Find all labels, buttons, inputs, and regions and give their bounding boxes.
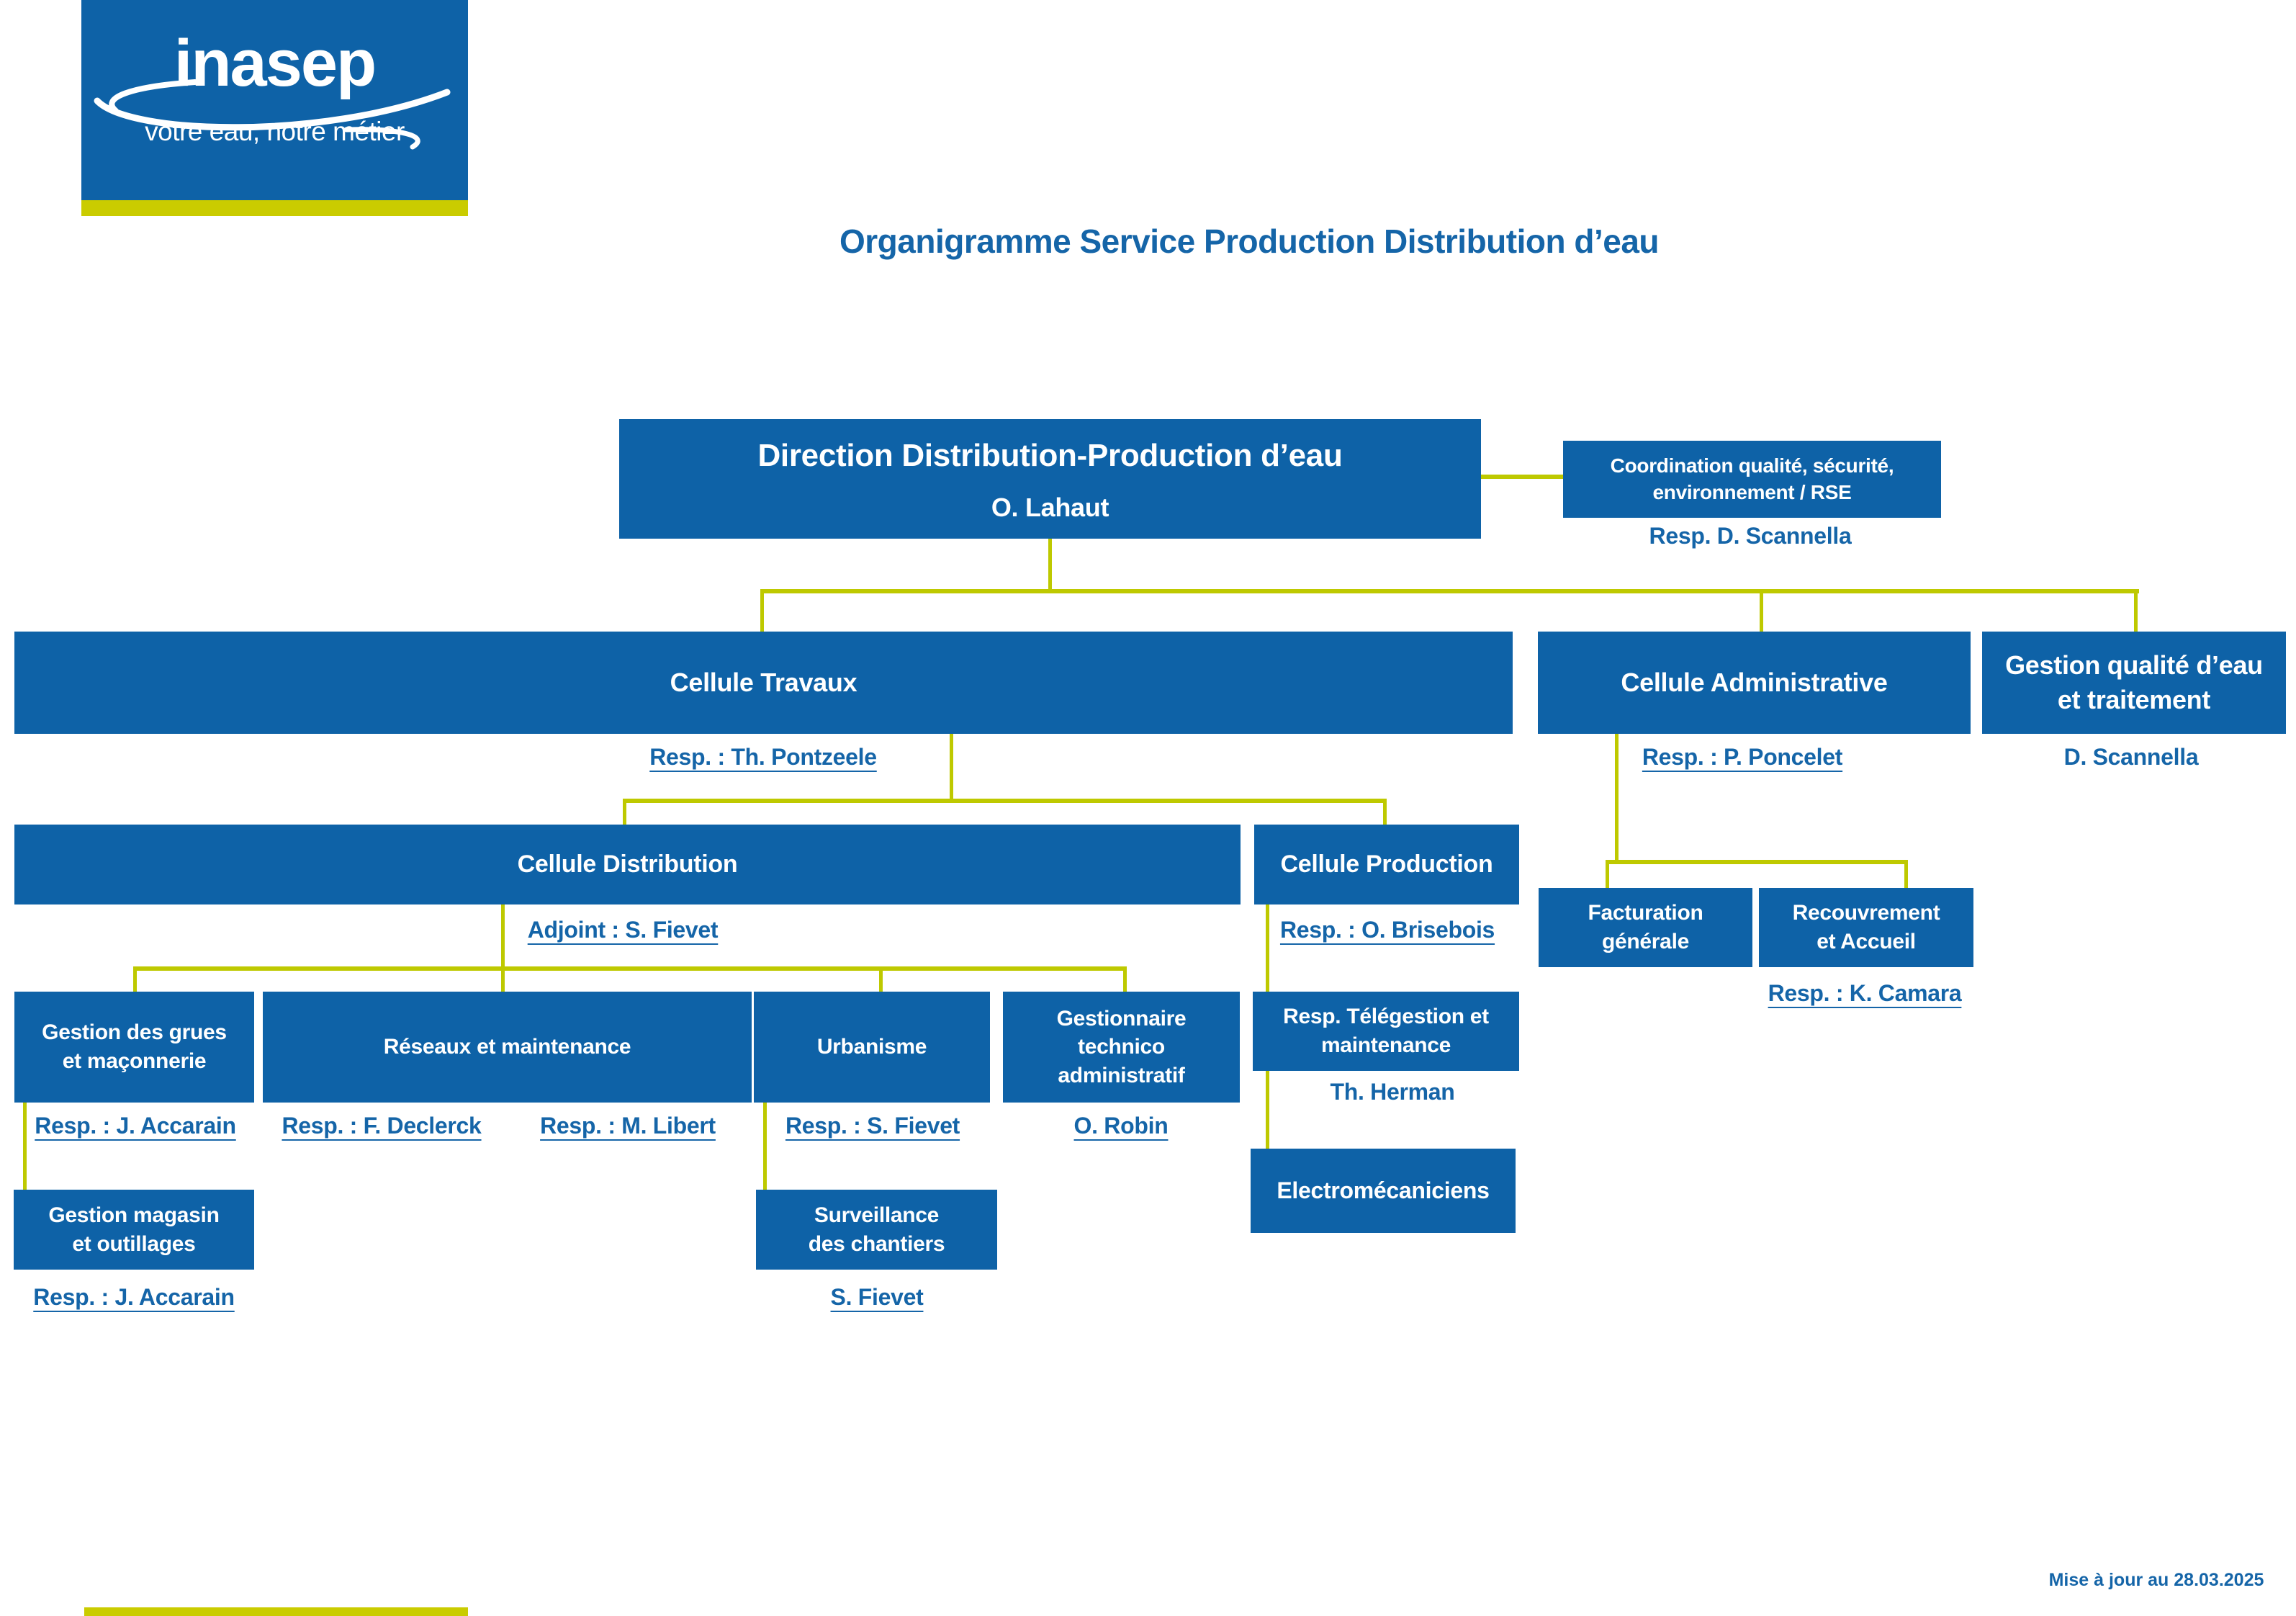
connector-line — [2134, 589, 2138, 634]
resp-reseaux-1: Resp. : F. Declerck — [282, 1113, 482, 1139]
page-title: Organigramme Service Production Distribu… — [839, 223, 1660, 260]
connector-line — [760, 589, 764, 634]
connector-line — [1266, 1071, 1269, 1150]
connector-line — [133, 966, 1127, 971]
connector-line — [1904, 860, 1908, 889]
box-gestionnaire-technico: Gestionnaire technico administratif — [1003, 992, 1240, 1103]
resp-cellule-distribution: Adjoint : S. Fievet — [527, 917, 719, 943]
footer-yellow-bar — [84, 1607, 468, 1616]
inasep-logo: inasep votre eau, notre métier — [81, 0, 468, 216]
box-direction-label: Direction Distribution-Production d’eau — [757, 437, 1343, 473]
resp-recouvrement: Resp. : K. Camara — [1768, 980, 1962, 1006]
box-gestion-qualite: Gestion qualité d’eau et traitement — [1982, 632, 2286, 734]
connector-line — [763, 1103, 767, 1191]
logo-yellow-strip — [81, 200, 468, 216]
box-facturation-label: Facturation générale — [1588, 901, 1703, 953]
resp-gestion-qualite: D. Scannella — [2063, 744, 2199, 770]
inasep-logo-wordmark: inasep — [174, 27, 377, 100]
water-swoosh-icon — [94, 79, 451, 150]
box-cellule-travaux: Cellule Travaux — [14, 632, 1513, 734]
connector-line — [1048, 539, 1052, 592]
connector-line — [1615, 734, 1619, 863]
box-coordination-label: Coordination qualité, sécurité, environn… — [1610, 454, 1894, 503]
connector-line — [1481, 475, 1563, 479]
box-recouvrement-label: Recouvrement et Accueil — [1792, 901, 1940, 953]
connector-line — [1266, 904, 1269, 993]
box-direction: Direction Distribution-Production d’eau … — [619, 419, 1481, 539]
box-reseaux-maintenance: Réseaux et maintenance — [263, 992, 752, 1103]
connector-line — [1760, 589, 1763, 634]
resp-telegestion: Th. Herman — [1330, 1079, 1455, 1105]
resp-gestion-grues: Resp. : J. Accarain — [35, 1113, 236, 1139]
resp-gestionnaire-technico: O. Robin — [1073, 1113, 1169, 1139]
resp-reseaux-2: Resp. : M. Libert — [540, 1113, 716, 1139]
connector-line — [623, 799, 1386, 803]
connector-line — [762, 589, 2139, 593]
box-recouvrement: Recouvrement et Accueil — [1759, 888, 1973, 967]
box-cellule-production-label: Cellule Production — [1280, 850, 1493, 879]
connector-line — [879, 966, 883, 993]
box-cellule-administrative-label: Cellule Administrative — [1621, 668, 1888, 698]
connector-line — [1606, 860, 1609, 889]
box-urbanisme-label: Urbanisme — [816, 1035, 927, 1059]
box-cellule-distribution-label: Cellule Distribution — [517, 850, 738, 879]
box-gestionnaire-technico-label: Gestionnaire technico administratif — [1056, 1006, 1187, 1087]
box-coordination: Coordination qualité, sécurité, environn… — [1563, 441, 1941, 518]
resp-cellule-travaux: Resp. : Th. Pontzeele — [649, 744, 877, 770]
connector-line — [950, 734, 953, 802]
box-reseaux-maintenance-label: Réseaux et maintenance — [383, 1035, 631, 1059]
resp-cellule-administrative: Resp. : P. Poncelet — [1642, 744, 1843, 770]
inasep-logo-panel: inasep votre eau, notre métier — [81, 0, 468, 200]
connector-line — [133, 966, 137, 993]
box-gestion-magasin-label: Gestion magasin et outillages — [48, 1203, 220, 1256]
connector-line — [501, 966, 505, 993]
connector-line — [1123, 966, 1127, 993]
box-telegestion-label: Resp. Télégestion et maintenance — [1283, 1005, 1489, 1057]
box-gestion-grues-label: Gestion des grues et maçonnerie — [42, 1020, 227, 1073]
resp-coordination: Resp. D. Scannella — [1649, 523, 1852, 549]
box-electromecaniciens: Electromécaniciens — [1251, 1149, 1516, 1233]
box-facturation: Facturation générale — [1539, 888, 1752, 967]
update-date-note: Mise à jour au 28.03.2025 — [2048, 1570, 2264, 1590]
resp-urbanisme: Resp. : S. Fievet — [785, 1113, 960, 1139]
box-urbanisme: Urbanisme — [754, 992, 990, 1103]
box-cellule-distribution: Cellule Distribution — [14, 825, 1241, 904]
connector-line — [501, 904, 505, 969]
box-surveillance-chantiers-label: Surveillance des chantiers — [808, 1203, 945, 1256]
box-cellule-administrative: Cellule Administrative — [1538, 632, 1971, 734]
box-cellule-travaux-label: Cellule Travaux — [670, 668, 857, 698]
box-telegestion: Resp. Télégestion et maintenance — [1253, 992, 1519, 1071]
connector-line — [1383, 799, 1387, 826]
box-gestion-magasin: Gestion magasin et outillages — [14, 1190, 254, 1270]
box-electromecaniciens-label: Electromécaniciens — [1277, 1177, 1490, 1204]
connector-line — [623, 799, 626, 826]
box-surveillance-chantiers: Surveillance des chantiers — [756, 1190, 997, 1270]
box-gestion-grues: Gestion des grues et maçonnerie — [14, 992, 254, 1103]
box-cellule-production: Cellule Production — [1254, 825, 1519, 904]
connector-line — [23, 1103, 27, 1191]
box-direction-name: O. Lahaut — [991, 493, 1109, 523]
connector-line — [1606, 860, 1908, 864]
resp-gestion-magasin: Resp. : J. Accarain — [33, 1284, 235, 1310]
box-gestion-qualite-label: Gestion qualité d’eau et traitement — [2005, 650, 2263, 714]
resp-cellule-production: Resp. : O. Brisebois — [1279, 917, 1495, 943]
resp-surveillance-chantiers: S. Fievet — [830, 1284, 924, 1310]
